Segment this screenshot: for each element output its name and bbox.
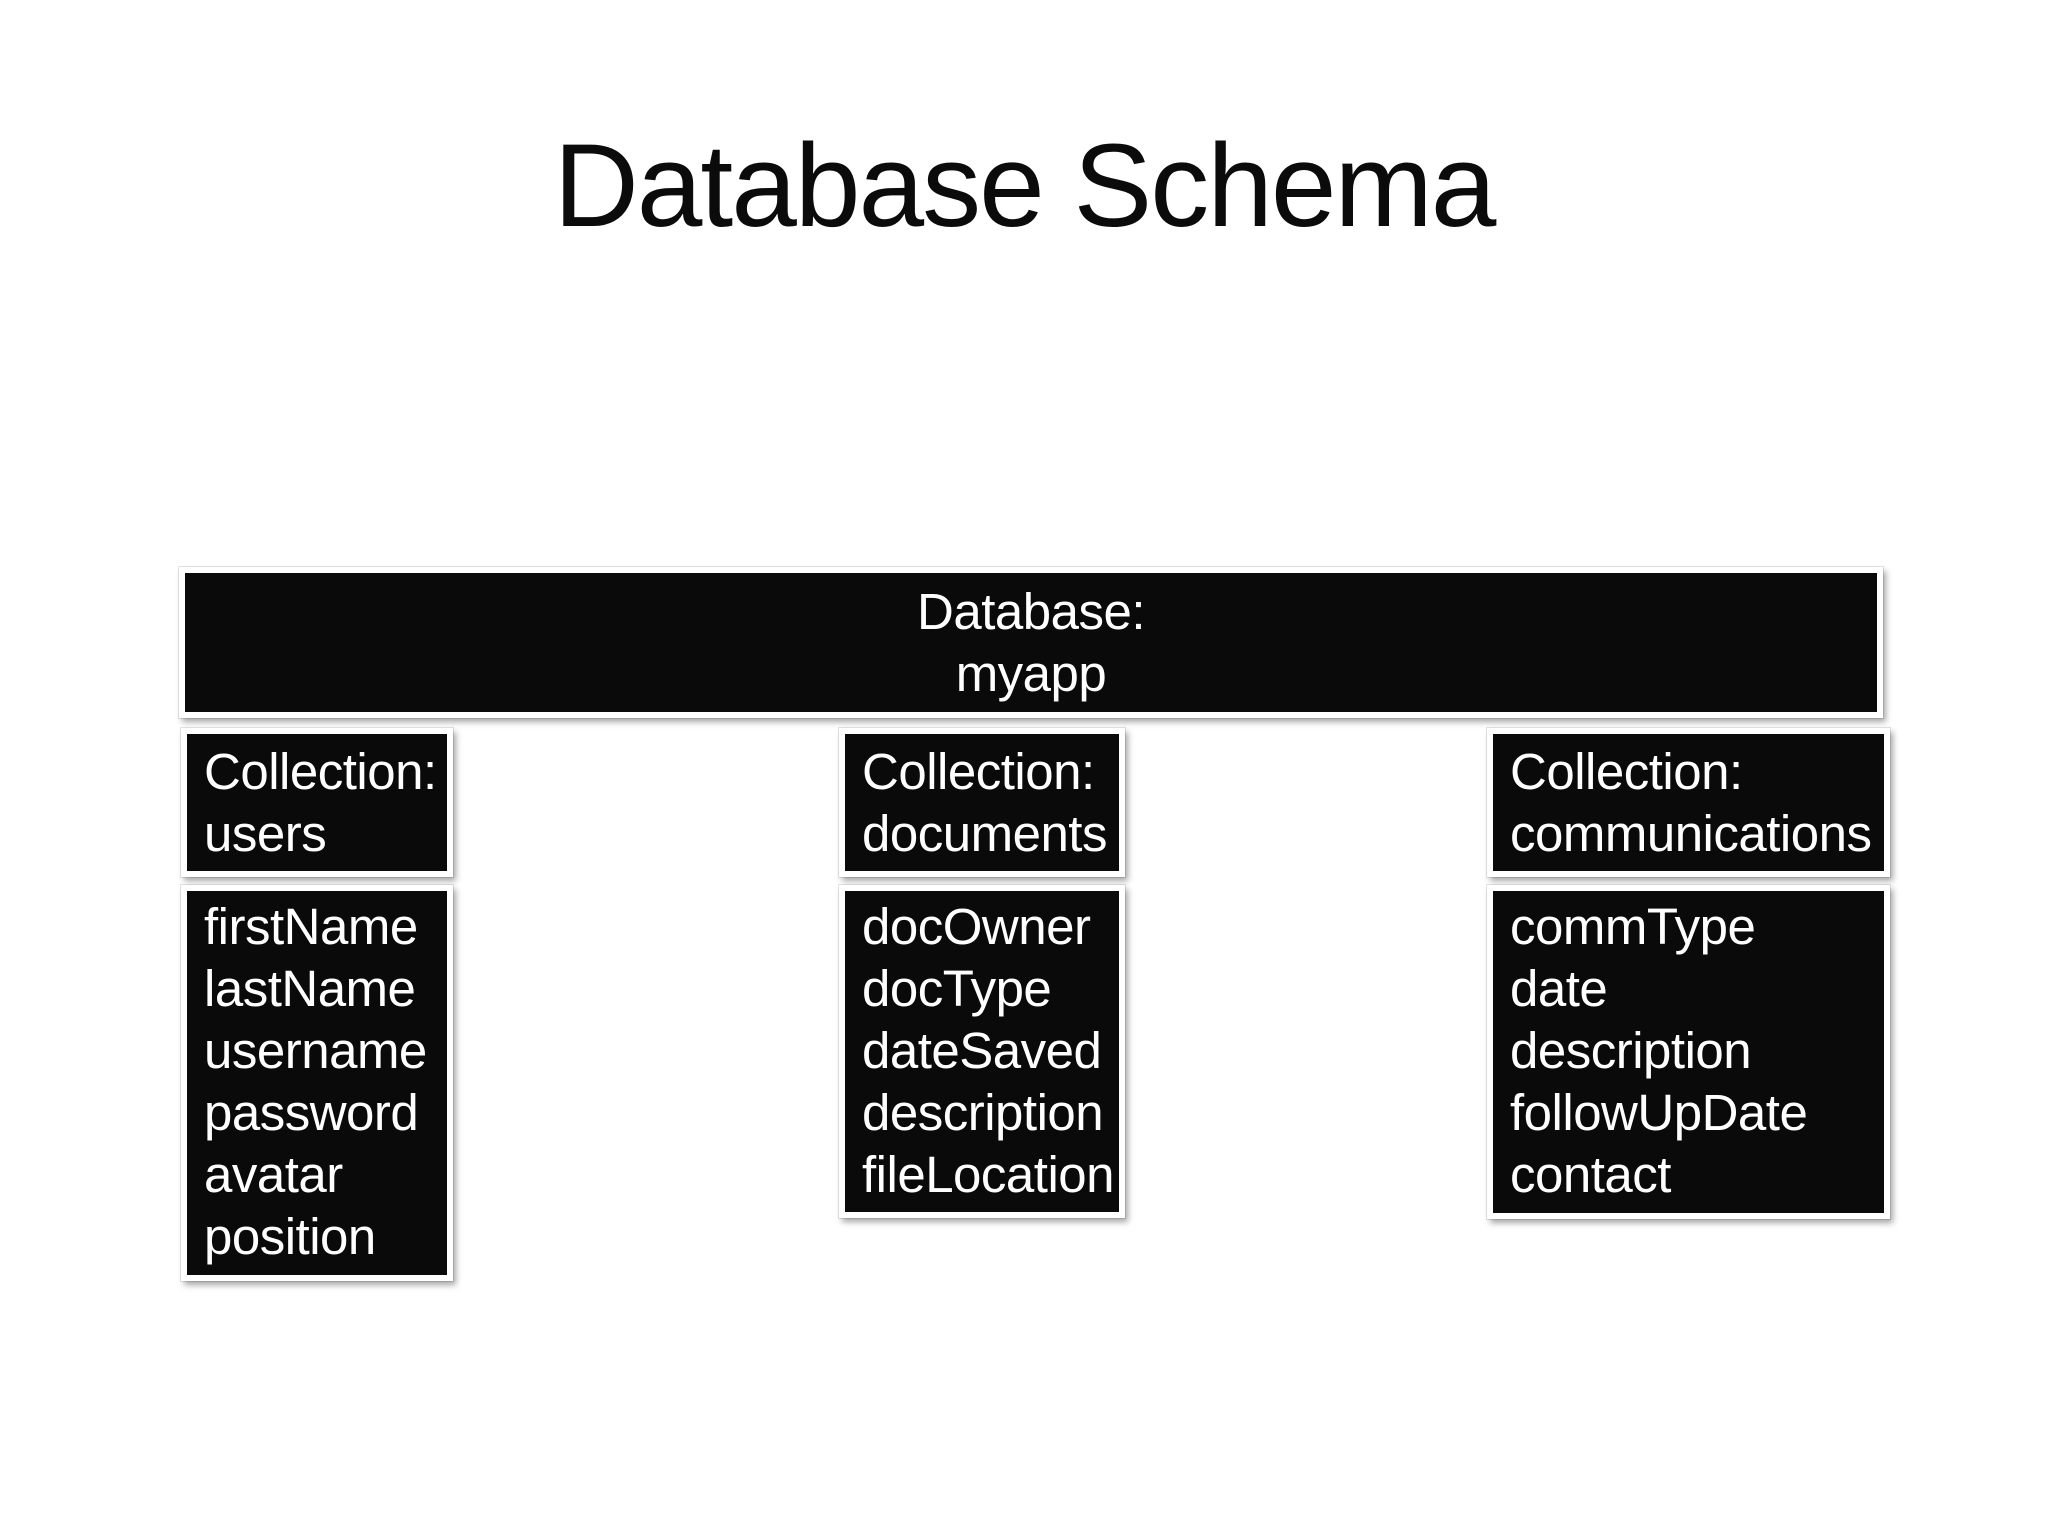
field-name: position <box>204 1208 376 1265</box>
database-name: myapp <box>955 644 1107 702</box>
collection-label: Collection: <box>204 742 437 800</box>
field-name: dateSaved <box>862 1022 1102 1079</box>
field-name: lastName <box>204 960 416 1017</box>
collection-label: Collection: <box>1510 742 1743 800</box>
field-name: description <box>862 1084 1104 1141</box>
database-box: Database: myapp <box>179 567 1883 718</box>
field-name: docType <box>862 960 1052 1017</box>
collection-name: communications <box>1510 804 1872 862</box>
field-name: password <box>204 1084 419 1141</box>
page-title: Database Schema <box>553 120 1497 252</box>
field-name: followUpDate <box>1510 1084 1808 1141</box>
collection-name: documents <box>862 804 1107 862</box>
field-name: username <box>204 1022 427 1079</box>
field-name: avatar <box>204 1146 343 1203</box>
collection-box-documents: Collection: documents <box>839 728 1125 877</box>
database-label: Database: <box>917 582 1146 640</box>
collection-label: Collection: <box>862 742 1095 800</box>
field-name: fileLocation <box>862 1146 1115 1203</box>
field-name: firstName <box>204 898 418 955</box>
field-name: commType <box>1510 898 1756 955</box>
collection-name: users <box>204 804 327 862</box>
field-name: contact <box>1510 1146 1671 1203</box>
field-name: description <box>1510 1022 1752 1079</box>
field-name: docOwner <box>862 898 1091 955</box>
collection-box-communications: Collection: communications <box>1487 728 1890 877</box>
field-name: date <box>1510 960 1608 1017</box>
collection-box-users: Collection: users <box>181 728 453 877</box>
